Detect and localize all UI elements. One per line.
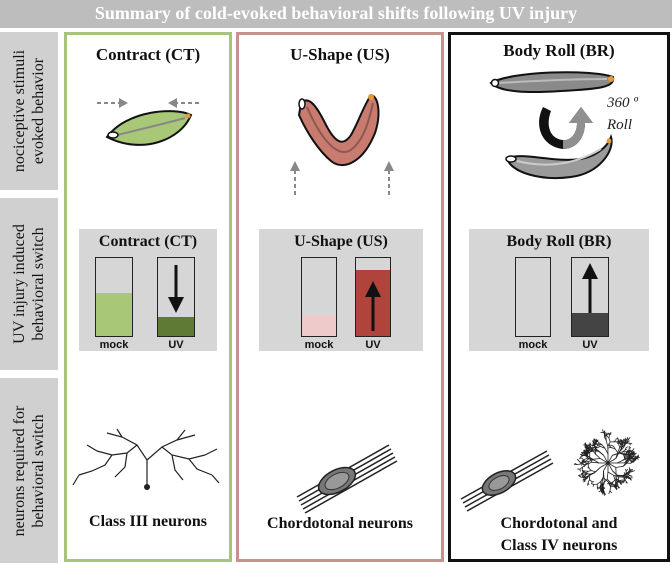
uv-bar-fill (158, 316, 194, 336)
behavior-title: Contract (CT) (95, 45, 201, 64)
row-label-line: behavioral switch (30, 413, 47, 528)
bodyroll-larva-illustration (489, 71, 615, 179)
row-label-behavior-text: nociceptive stimuli evoked behavior (10, 50, 48, 172)
class-iii-neuron-icon (72, 428, 220, 490)
ushape-larva-illustration (290, 93, 394, 195)
mock-bar-fill (96, 293, 132, 336)
mock-bar-fill (302, 314, 336, 336)
row-label-switch: UV injury induced behavioral switch (0, 198, 58, 370)
mock-bar (515, 257, 551, 337)
uv-bar (355, 257, 391, 337)
title-banner: Summary of cold-evoked behavioral shifts… (0, 0, 672, 28)
class-iv-neuron-icon (573, 429, 640, 496)
panel-bodyroll: Body Roll (BR) 360 º Roll Body Roll (BR)… (448, 32, 670, 562)
arrow-up-icon (364, 280, 381, 331)
neuron-label: Class III neurons (89, 513, 207, 530)
mock-bar (95, 257, 133, 337)
mock-label: mock (99, 339, 129, 351)
panel-contract: Contract (CT) Contract (CT) mock UV (64, 32, 232, 562)
neuron-label: Chordotonal and (500, 515, 618, 532)
bar-box-title: Contract (CT) (98, 233, 198, 250)
roll-text: 360 º (607, 95, 638, 111)
row-label-neurons: neurons required for behavioral switch (0, 378, 58, 563)
uv-bar-fill (572, 312, 608, 336)
neuron-label: Chordotonal neurons (267, 515, 413, 532)
page-title: Summary of cold-evoked behavioral shifts… (94, 3, 578, 23)
bar-box-bodyroll: Body Roll (BR) mock UV (469, 229, 649, 351)
row-label-line: UV injury induced (11, 224, 28, 344)
chordotonal-neuron-icon (460, 450, 554, 512)
panel-ushape: U-Shape (US) U-Shape (US) mock UV (236, 32, 444, 562)
row-label-line: neurons required for (11, 405, 28, 536)
roll-text: Roll (607, 117, 632, 133)
contract-larva-illustration (97, 98, 199, 146)
mock-label: mock (304, 339, 334, 351)
uv-label: UV (168, 339, 184, 351)
mock-label: mock (518, 339, 548, 351)
uv-bar (571, 257, 609, 337)
bar-box-title: U-Shape (US) (294, 233, 388, 250)
arrow-up-icon (581, 262, 598, 313)
bar-box-contract: Contract (CT) mock UV (79, 229, 217, 351)
row-label-neurons-text: neurons required for behavioral switch (10, 405, 48, 536)
uv-bar (157, 257, 195, 337)
larva-body-icon (505, 133, 613, 179)
mock-bar (301, 257, 337, 337)
row-label-line: nociceptive stimuli (11, 49, 28, 173)
bar-box-title: Body Roll (BR) (506, 233, 612, 250)
arrow-right-icon (97, 98, 128, 108)
chordotonal-neuron-icon (296, 444, 398, 514)
behavior-title: U-Shape (US) (290, 45, 390, 64)
neuron-label: Class IV neurons (500, 537, 618, 554)
uv-label: UV (582, 339, 598, 351)
larva-body-icon (489, 71, 615, 94)
arrow-up-icon (384, 161, 394, 195)
bar-box-ushape: U-Shape (US) mock UV (259, 229, 423, 351)
row-label-line: evoked behavior (30, 57, 47, 165)
larva-body-icon (297, 93, 380, 166)
row-label-switch-text: UV injury induced behavioral switch (10, 224, 48, 344)
behavior-title: Body Roll (BR) (503, 41, 615, 60)
uv-label: UV (365, 339, 381, 351)
arrow-up-icon (290, 161, 300, 195)
arrow-left-icon (168, 98, 199, 108)
row-label-behavior: nociceptive stimuli evoked behavior (0, 32, 58, 190)
arrow-down-icon (167, 264, 184, 313)
row-label-line: behavioral switch (30, 227, 47, 341)
